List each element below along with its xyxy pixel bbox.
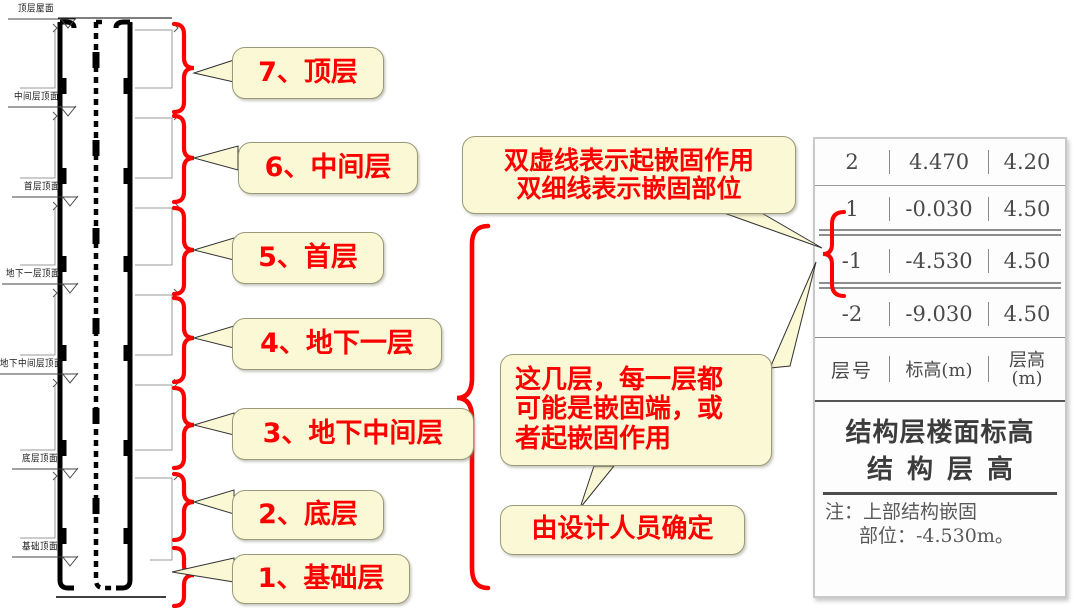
table-title-line1: 结构层楼面标高 <box>845 418 1035 448</box>
structural-story-table: 2 4.470 4.20 1 -0.030 4.50 -1 -4.530 4.5… <box>813 137 1067 598</box>
elevation-label: 顶层屋面 <box>18 3 55 15</box>
callout-floor-4[interactable]: 4、地下一层 <box>232 318 442 370</box>
table-note-line2: 部位：-4.530m。 <box>859 524 1014 547</box>
elevation-label: 地下中间层顶面 <box>0 358 64 371</box>
table-row: 1 -0.030 4.50 <box>815 186 1065 236</box>
callout-floor-6[interactable]: 6、中间层 <box>238 142 418 194</box>
cell-height: 4.50 <box>1003 302 1051 326</box>
table-header-row: 层号 标高(m) 层高 (m) <box>815 338 1065 402</box>
cell-elevation: 4.470 <box>889 150 989 174</box>
callout-text: 这几层，每一层都 可能是嵌固端，或 者起嵌固作用 <box>515 365 724 454</box>
callout-floor-2[interactable]: 2、底层 <box>232 490 384 540</box>
embedded-layers-brace <box>456 223 491 591</box>
callout-floor-3[interactable]: 3、地下中间层 <box>232 408 474 460</box>
cell-height: 4.50 <box>1003 249 1051 273</box>
callout-anchor-note[interactable]: 双虚线表示起嵌固作用 双细线表示嵌固部位 <box>462 136 796 214</box>
table-note-line1: 注：上部结构嵌固 <box>825 501 978 523</box>
callout-tail-designer-note <box>579 465 616 509</box>
callout-layers-note[interactable]: 这几层，每一层都 可能是嵌固端，或 者起嵌固作用 <box>500 354 772 466</box>
header-level: 层号 <box>830 359 873 382</box>
callout-text: 3、地下中间层 <box>262 417 444 449</box>
table-row: -2 -9.030 4.50 <box>815 291 1065 338</box>
structural-elevation-drawing <box>0 17 179 598</box>
cell-level: 2 <box>845 150 859 174</box>
header-height: 层高 (m) <box>989 350 1065 388</box>
callout-tail-layers-note <box>769 261 817 369</box>
table-note: 注：上部结构嵌固 部位：-4.530m。 <box>815 495 1065 549</box>
table-embedded-brace <box>822 210 846 298</box>
cell-height: 4.20 <box>1003 150 1051 174</box>
table-title: 结构层楼面标高 结构层高 <box>815 402 1065 486</box>
table-row: -1 -4.530 4.50 <box>815 238 1065 289</box>
elevation-label: 首层顶面 <box>24 181 61 194</box>
embedded-dashed-marker <box>819 229 1061 236</box>
header-height-line2: (m) <box>1011 368 1043 389</box>
cell-level: -2 <box>841 302 863 326</box>
cell-level: -1 <box>841 249 863 273</box>
cell-height: 4.50 <box>1003 197 1051 221</box>
callout-text: 7、顶层 <box>258 56 358 88</box>
cell-elevation: -0.030 <box>889 197 989 221</box>
table-title-line2: 结构层高 <box>866 455 1027 485</box>
callout-tail-group-left <box>171 59 239 583</box>
table-row: 2 4.470 4.20 <box>815 139 1065 186</box>
callout-text: 5、首层 <box>258 241 358 273</box>
callout-text: 1、基础层 <box>257 562 385 594</box>
elevation-label: 中间层顶面 <box>14 91 60 104</box>
cell-level: 1 <box>845 197 859 221</box>
callout-text: 双虚线表示起嵌固作用 双细线表示嵌固部位 <box>503 146 754 203</box>
callout-text: 2、底层 <box>258 498 358 530</box>
callout-text: 4、地下一层 <box>260 327 414 359</box>
header-elevation: 标高(m) <box>889 356 989 382</box>
callout-text: 由设计人员确定 <box>531 514 714 545</box>
callout-floor-1[interactable]: 1、基础层 <box>232 554 410 604</box>
elevation-label: 底层顶面 <box>22 453 59 466</box>
elevation-label: 基础顶面 <box>22 541 59 554</box>
title-divider <box>823 492 1057 495</box>
callout-text: 6、中间层 <box>264 151 392 183</box>
callout-floor-5[interactable]: 5、首层 <box>232 232 384 284</box>
callout-floor-7[interactable]: 7、顶层 <box>232 47 384 99</box>
header-height-line1: 层高 <box>1009 350 1045 371</box>
embedded-solid-marker <box>819 282 1061 289</box>
callout-designer-note[interactable]: 由设计人员确定 <box>500 505 745 555</box>
cell-elevation: -4.530 <box>889 249 989 273</box>
cell-elevation: -9.030 <box>889 302 989 326</box>
elevation-label: 地下一层顶面 <box>6 268 61 281</box>
